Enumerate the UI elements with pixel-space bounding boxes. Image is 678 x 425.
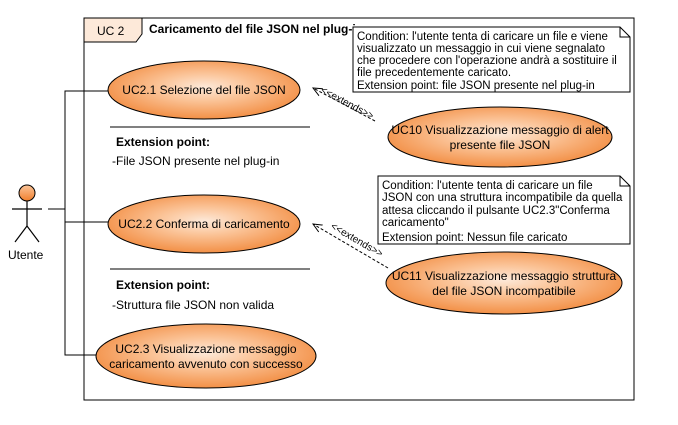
- extends-relation-2: [313, 224, 389, 269]
- usecase-uc2-1-label: UC2.1 Selezione del file JSON: [122, 83, 285, 97]
- actor-head: [18, 184, 36, 202]
- usecase-uc10-line2: presente file JSON: [450, 138, 551, 152]
- note-1-line-1: Condition: l'utente tenta di caricare un…: [357, 31, 608, 43]
- note-1-line-4: file precedentemente caricato.: [357, 67, 511, 79]
- note-1: [352, 26, 631, 93]
- note-2: [377, 175, 631, 245]
- note-2-line-5: Extension point: Nessun file caricato: [382, 232, 567, 244]
- extension-point-1-heading: Extension point:: [116, 135, 210, 149]
- usecase-uc11[interactable]: [385, 251, 623, 315]
- system-tab: [83, 17, 143, 43]
- usecase-uc2-3-line1: UC2.3 Visualizzazione messaggio: [115, 342, 297, 356]
- note-2-line-3: attesa cliccando il pulsante UC2.3"Confe…: [382, 205, 610, 217]
- note-2-line-2: JSON con una struttura incompatibile da …: [382, 192, 623, 204]
- note-1-line-2: visualizzato un messaggio in cui viene s…: [357, 43, 605, 55]
- association-uc2-2: [48, 208, 112, 223]
- actor-utente[interactable]: [12, 184, 42, 243]
- association-uc2-3: [64, 222, 100, 356]
- note-1-line-5: Extension point: file JSON presente nel …: [357, 80, 595, 92]
- note-2-line-1: Condition: l'utente tenta di caricare un…: [382, 180, 593, 192]
- extension-point-2-item: -Struttura file JSON non valida: [112, 298, 274, 312]
- extension-point-1-item: -File JSON presente nel plug-in: [112, 154, 279, 168]
- usecase-uc2-1[interactable]: [107, 60, 301, 120]
- usecase-uc2-2-label: UC2.2 Conferma di caricamento: [118, 217, 290, 231]
- usecase-uc11-line2: del file JSON incompatibile: [432, 284, 576, 298]
- usecase-uc2-2[interactable]: [107, 194, 301, 254]
- extends-relation-1: [313, 88, 376, 122]
- usecase-uc10[interactable]: [387, 106, 613, 168]
- usecase-uc2-3-line2: caricamento avvenuto con successo: [109, 357, 303, 371]
- system-title: Caricamento del file JSON nel plug-in: [149, 22, 363, 36]
- usecase-uc2-3[interactable]: [95, 323, 317, 389]
- usecase-uc10-line1: UC10 Visualizzazione messaggio di alert: [391, 123, 609, 137]
- note-1-line-3: che procedere con l'operazione andrà a s…: [357, 55, 617, 67]
- actor-label: Utente: [8, 248, 44, 262]
- system-tab-label: UC 2: [97, 24, 125, 38]
- usecase-uc11-line1: UC11 Visualizzazione messaggio struttura: [392, 269, 617, 283]
- extension-point-2-heading: Extension point:: [116, 278, 210, 292]
- note-2-line-4: caricamento": [382, 217, 449, 229]
